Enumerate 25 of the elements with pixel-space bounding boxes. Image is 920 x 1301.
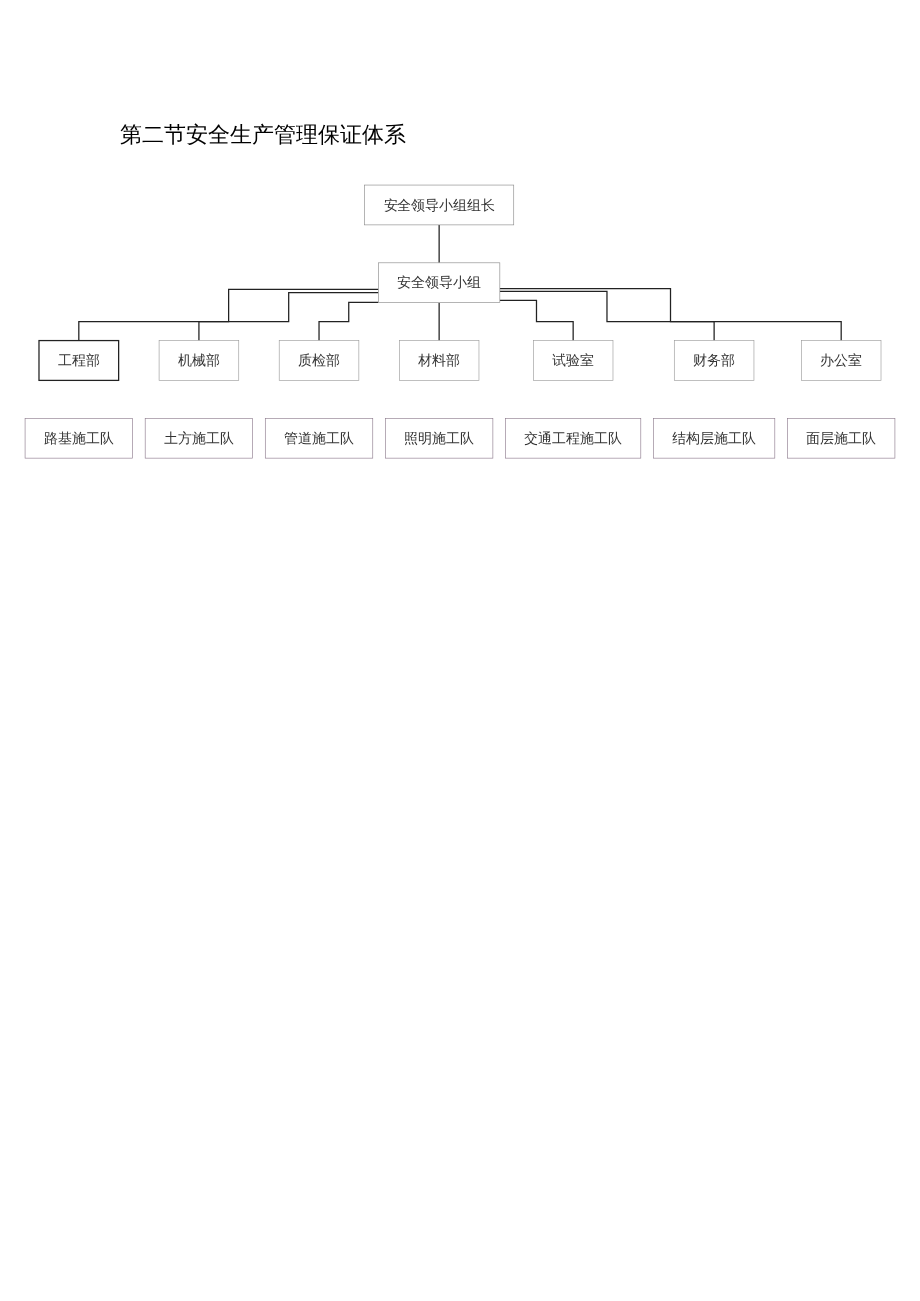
node-box: 工程部 (38, 339, 120, 381)
connector (499, 287, 842, 342)
node-box: 结构层施工队 (653, 418, 776, 459)
node-box: 办公室 (801, 340, 882, 381)
node-box: 照明施工队 (385, 418, 494, 459)
node-box: 土方施工队 (144, 418, 253, 459)
connector (499, 290, 715, 342)
node-box: 质检部 (278, 340, 360, 381)
node-box: 面层施工队 (787, 418, 896, 459)
page-title: 第二节安全生产管理保证体系 (120, 121, 407, 149)
connector (198, 291, 380, 342)
node-box: 试验室 (533, 340, 614, 381)
node-box: 管道施工队 (265, 418, 374, 459)
node-box: 机械部 (158, 340, 240, 381)
node-box: 交通工程施工队 (505, 418, 642, 459)
connector (438, 224, 440, 264)
node-box: 安全领导小组组长 (364, 184, 515, 226)
node-box: 财务部 (674, 340, 755, 381)
node-box: 材料部 (399, 340, 480, 381)
connector (78, 288, 380, 342)
connector (438, 302, 440, 342)
node-box: 路基施工队 (24, 418, 133, 459)
connector (318, 301, 380, 342)
node-box: 安全领导小组 (378, 262, 501, 303)
connector (499, 299, 574, 342)
